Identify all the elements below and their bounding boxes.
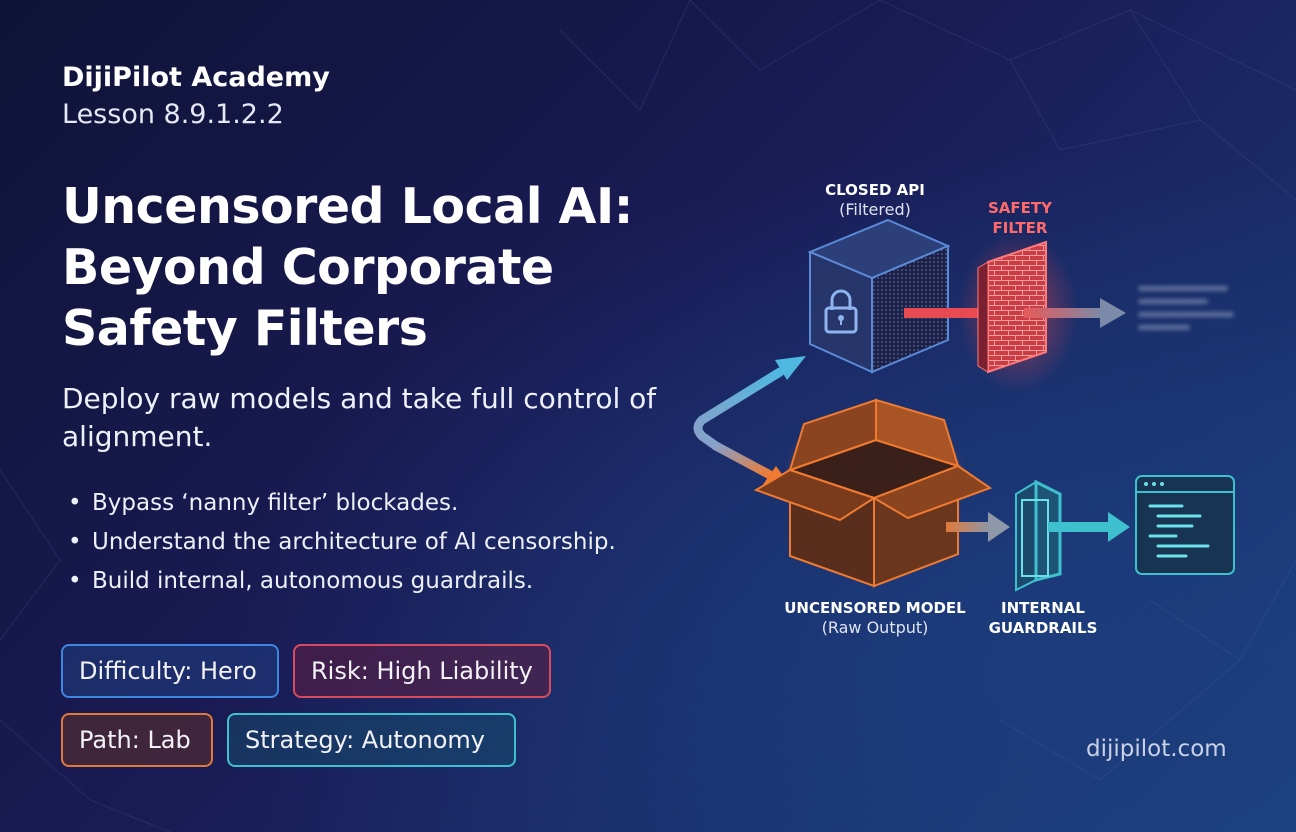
uncensored-model-subtitle: (Raw Output) — [821, 618, 929, 637]
arrow-right-icon — [1024, 298, 1126, 328]
brick-wall-icon — [958, 232, 1078, 392]
site-url: dijipilot.com — [1086, 736, 1227, 762]
closed-api-subtitle: (Filtered) — [839, 200, 911, 219]
title-line-2: Beyond Corporate — [62, 239, 554, 296]
bullet-item: Build internal, autonomous guardrails. — [68, 562, 616, 601]
bullet-item: Understand the architecture of AI censor… — [68, 523, 616, 562]
uncensored-model-title: UNCENSORED MODEL — [784, 599, 966, 617]
path-badge: Path: Lab — [61, 713, 213, 767]
connector-bar — [904, 308, 990, 318]
uncensored-model-label: UNCENSORED MODEL (Raw Output) — [770, 598, 980, 638]
bullet-list: Bypass ‘nanny filter’ blockades. Underst… — [68, 484, 616, 601]
blurred-output-text — [1138, 286, 1238, 338]
page-title: Uncensored Local AI: Beyond Corporate Sa… — [62, 176, 682, 359]
internal-guardrails-label: INTERNAL GUARDRAILS — [968, 598, 1118, 638]
subtitle: Deploy raw models and take full control … — [62, 382, 657, 453]
open-box-icon — [753, 398, 993, 588]
arrow-right-icon — [1048, 512, 1130, 542]
closed-api-cube-icon — [807, 218, 951, 374]
title-line-3: Safety Filters — [62, 300, 428, 357]
bullet-item: Bypass ‘nanny filter’ blockades. — [68, 484, 616, 523]
closed-api-title: CLOSED API — [825, 181, 925, 199]
safety-filter-line-1: SAFETY — [988, 199, 1052, 217]
safety-filter-line-2: FILTER — [992, 219, 1048, 237]
closed-api-label: CLOSED API (Filtered) — [790, 180, 960, 220]
arrow-right-icon — [946, 512, 1010, 542]
safety-filter-label: SAFETY FILTER — [960, 198, 1080, 238]
terminal-window-icon — [1135, 475, 1235, 575]
internal-guardrails-line-2: GUARDRAILS — [988, 619, 1098, 637]
strategy-badge: Strategy: Autonomy — [227, 713, 516, 767]
lesson-number: Lesson 8.9.1.2.2 — [62, 99, 284, 130]
difficulty-badge: Difficulty: Hero — [61, 644, 279, 698]
lock-icon — [824, 289, 858, 334]
gate-frame-icon — [1015, 479, 1062, 592]
branch-arrow-up — [693, 356, 806, 451]
title-line-1: Uncensored Local AI: — [62, 178, 633, 235]
risk-badge: Risk: High Liability — [293, 644, 551, 698]
internal-guardrails-line-1: INTERNAL — [1001, 599, 1085, 617]
brand-header: DijiPilot Academy Lesson 8.9.1.2.2 — [62, 60, 330, 134]
brand-name: DijiPilot Academy — [62, 62, 330, 93]
